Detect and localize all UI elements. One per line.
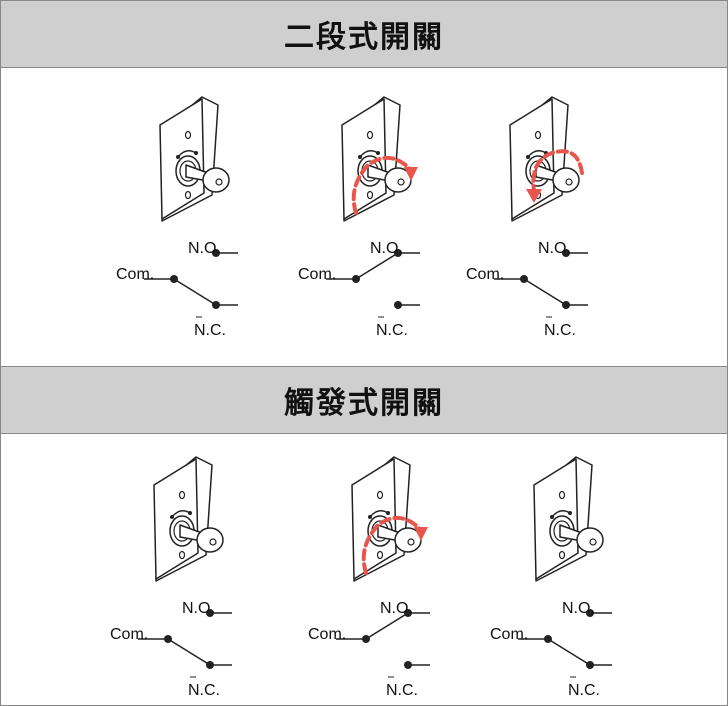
nc-label: N.C. [386, 682, 418, 699]
section-title-momentary-switch: 觸發式開關 [1, 366, 727, 434]
key-head [552, 167, 580, 193]
switch-plate-group [509, 96, 580, 222]
key-switch-graphic [138, 456, 232, 678]
contact-diagram [518, 609, 612, 678]
position-dot-right [188, 511, 192, 515]
screw-hole-top [534, 130, 542, 140]
no-label: N.O. [562, 600, 595, 617]
position-dot-right [194, 151, 198, 155]
key-head-hole [407, 538, 415, 546]
position-dot-left [176, 155, 180, 159]
key-switch-graphic [494, 96, 588, 318]
screw-hole-top [558, 490, 566, 500]
switch-state-2-released: N.O. Com. N.C. [490, 455, 660, 705]
switch-arm-closed-no [365, 612, 409, 640]
turn-arrow-arc [351, 156, 412, 215]
com-label: Com. [490, 626, 529, 643]
no-label: N.O. [188, 240, 221, 257]
switch-plate-group [533, 456, 604, 582]
switch-state-2-turned: N.O. Com. N.C. [308, 455, 478, 705]
contact-diagram [144, 249, 238, 318]
com-label: Com. [308, 626, 347, 643]
screw-hole-bottom [366, 190, 374, 200]
position-dot-left [550, 515, 554, 519]
contact-diagram [494, 249, 588, 318]
turn-arrow-arc [361, 516, 422, 575]
no-label: N.O. [182, 600, 215, 617]
switch-plate-group [153, 456, 224, 582]
screw-hole-top [184, 130, 192, 140]
switch-arm-closed-nc [167, 638, 211, 666]
key-head-hole [215, 178, 223, 186]
key-head-hole [589, 538, 597, 546]
screw-hole-top [178, 490, 186, 500]
key-head [576, 527, 604, 553]
screw-hole-bottom [376, 550, 384, 560]
switch-arm-closed-nc [173, 278, 217, 306]
nc-label: N.C. [194, 322, 226, 339]
position-dot-left [170, 515, 174, 519]
section-title-two-stage-switch: 二段式開關 [1, 1, 727, 68]
no-label: N.O. [538, 240, 571, 257]
nc-label: N.C. [376, 322, 408, 339]
position-dot-left [526, 155, 530, 159]
no-label: N.O. [380, 600, 413, 617]
position-dot-left [358, 155, 362, 159]
nc-terminal-dot [394, 301, 402, 309]
screw-hole-bottom [184, 190, 192, 200]
screw-hole-bottom [558, 550, 566, 560]
switch-plate-group [159, 96, 230, 222]
screw-hole-top [376, 490, 384, 500]
nc-label: N.C. [544, 322, 576, 339]
key-head [196, 527, 224, 553]
screw-hole-top [366, 130, 374, 140]
key-switch-graphic [144, 96, 238, 318]
switch-plate-group [341, 96, 412, 222]
no-terminal-dot [212, 249, 220, 257]
nc-label: N.C. [188, 682, 220, 699]
position-dot-right [386, 511, 390, 515]
return-arrow-arc [531, 149, 584, 193]
position-dot-right [568, 511, 572, 515]
key-head [202, 167, 230, 193]
contact-diagram [326, 249, 420, 318]
return-arrowhead-icon [526, 189, 542, 203]
com-label: Com. [116, 266, 155, 283]
position-dot-right [376, 151, 380, 155]
turn-arrowhead-icon [414, 527, 428, 541]
nc-terminal-dot [404, 661, 412, 669]
turn-arrowhead-icon [404, 167, 418, 181]
key-switch-graphic [518, 456, 612, 678]
key-switch-graphic [336, 456, 430, 678]
switch-state-1-returned: N.O. Com. N.C. [466, 95, 636, 345]
switch-state-1-off: N.O. Com. N.C. [116, 95, 286, 345]
key-head-hole [565, 178, 573, 186]
no-terminal-dot [206, 609, 214, 617]
switch-state-2-off: N.O. Com. N.C. [110, 455, 280, 705]
contact-diagram [138, 609, 232, 678]
nc-label: N.C. [568, 682, 600, 699]
screw-hole-bottom [178, 550, 186, 560]
no-label: N.O. [370, 240, 403, 257]
key-switch-graphic [326, 96, 420, 318]
com-label: Com. [466, 266, 505, 283]
position-dot-left [368, 515, 372, 519]
switch-arm-closed-nc [547, 638, 591, 666]
key-head-hole [209, 538, 217, 546]
contact-diagram [336, 609, 430, 678]
switch-state-1-turned: N.O. Com. N.C. [298, 95, 468, 345]
no-terminal-dot [562, 249, 570, 257]
com-label: Com. [298, 266, 337, 283]
switch-arm-closed-nc [523, 278, 567, 306]
key-head-hole [397, 178, 405, 186]
switch-arm-closed-no [355, 252, 399, 280]
no-terminal-dot [586, 609, 594, 617]
com-label: Com. [110, 626, 149, 643]
